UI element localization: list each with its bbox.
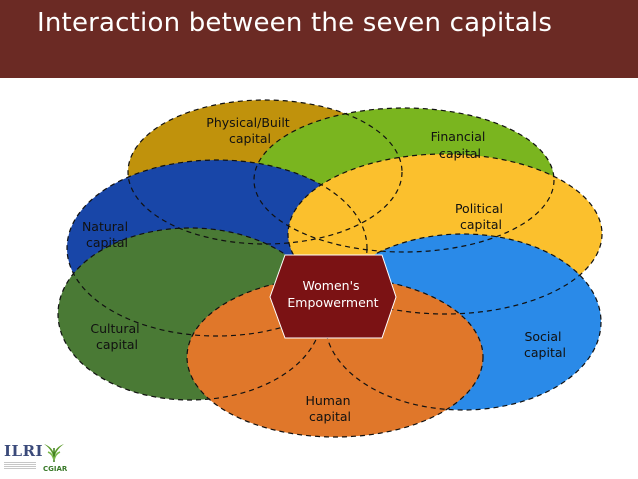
human-capital-ellipse xyxy=(187,277,483,437)
ilri-logo-text: ILRI xyxy=(4,442,44,460)
womens-empowerment-label: Women's Empowerment xyxy=(287,278,378,310)
human-capital-label: Human capital xyxy=(305,393,354,424)
slide-title: Interaction between the seven capitals xyxy=(37,8,553,38)
cgiar-leaf-icon xyxy=(44,444,64,462)
physical-capital-label: Physical/Built capital xyxy=(206,115,293,146)
cgiar-logo: CGIAR xyxy=(40,440,68,476)
political-capital-label: Political capital xyxy=(455,201,507,232)
cultural-capital-label: Cultural capital xyxy=(90,321,143,352)
ilri-logo: ILRI xyxy=(4,441,44,475)
womens-empowerment-hexagon xyxy=(269,254,397,339)
social-capital-label: Social capital xyxy=(524,329,566,360)
financial-capital-label: Financial capital xyxy=(431,129,490,161)
title-bar: Interaction between the seven capitals xyxy=(0,0,638,78)
cgiar-logo-text: CGIAR xyxy=(43,465,68,473)
dashed-overlaps xyxy=(57,99,603,438)
ilri-logo-stripes xyxy=(4,462,36,470)
natural-capital-label: Natural capital xyxy=(82,219,132,250)
